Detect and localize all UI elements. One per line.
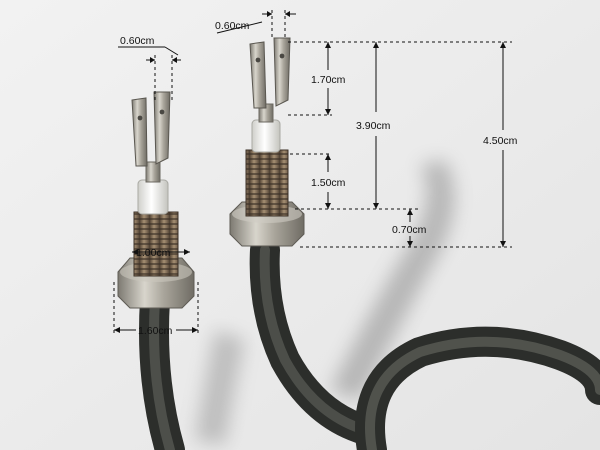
terminal-width-left-label: 0.60cm	[120, 35, 155, 47]
nut-thickness-label: 0.70cm	[392, 224, 427, 236]
right-ceramic-insulator	[251, 119, 281, 153]
left-ceramic-insulator	[137, 179, 169, 215]
nut-width-label: 1.60cm	[138, 325, 173, 337]
dimension-arrowheads	[114, 11, 506, 333]
terminal-length-label: 1.70cm	[311, 74, 346, 86]
thread-diameter-label: 1.00cm	[136, 247, 171, 259]
dimension-labels: 0.60cm 0.60cm 1.70cm 1.50cm 3.90cm 0.70c…	[120, 20, 518, 337]
cast-shadow	[195, 160, 455, 445]
terminal-width-right-label: 0.60cm	[215, 20, 250, 32]
left-threaded-stud	[133, 211, 179, 277]
right-terminal-fitting	[229, 37, 305, 247]
left-terminal-fitting	[117, 91, 195, 309]
right-spade-terminals	[249, 37, 291, 109]
heating-element-tube	[139, 235, 600, 450]
thread-length-label: 1.50cm	[311, 177, 346, 189]
right-threaded-stud	[245, 149, 289, 217]
overall-height-label: 4.50cm	[483, 135, 518, 147]
left-spade-terminals	[131, 91, 171, 167]
terminal-to-nut-length-label: 3.90cm	[356, 120, 391, 132]
